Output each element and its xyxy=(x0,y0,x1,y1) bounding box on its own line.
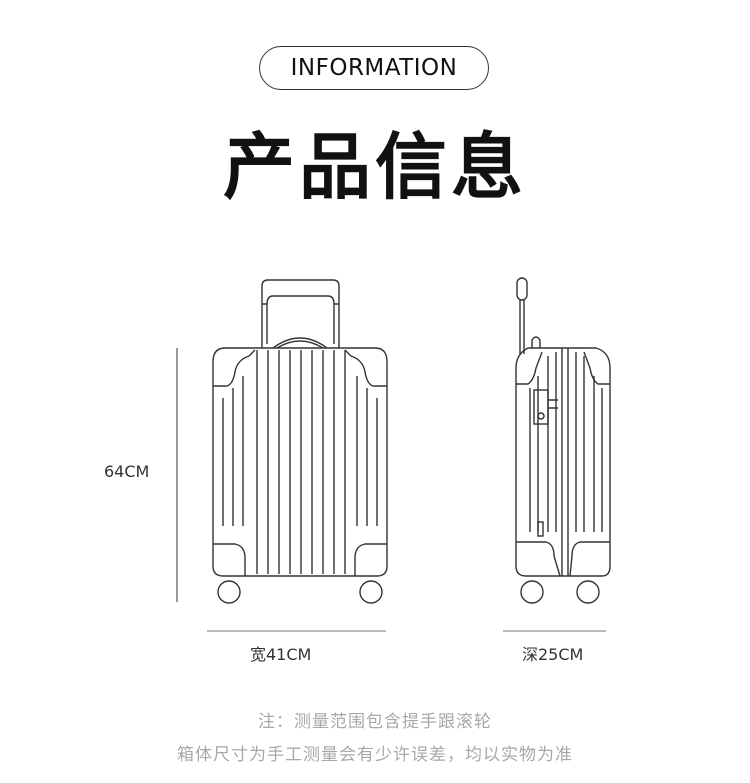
depth-dimension-line xyxy=(503,630,606,632)
information-badge: INFORMATION xyxy=(259,46,489,90)
note-line-2: 箱体尺寸为手工测量会有少许误差，均以实物为准 xyxy=(177,745,573,765)
depth-label: 深25CM xyxy=(522,645,584,664)
height-label: 64CM xyxy=(104,462,150,481)
note-line-1: 注：测量范围包含提手跟滚轮 xyxy=(258,712,492,732)
width-dimension-line xyxy=(207,630,386,632)
width-label: 宽41CM xyxy=(250,645,312,664)
suitcase-side-illustration xyxy=(515,277,611,604)
page-title: 产品信息 xyxy=(222,125,527,209)
suitcase-front-illustration xyxy=(212,279,388,604)
height-dimension-line xyxy=(176,348,178,602)
badge-text: INFORMATION xyxy=(290,55,458,81)
